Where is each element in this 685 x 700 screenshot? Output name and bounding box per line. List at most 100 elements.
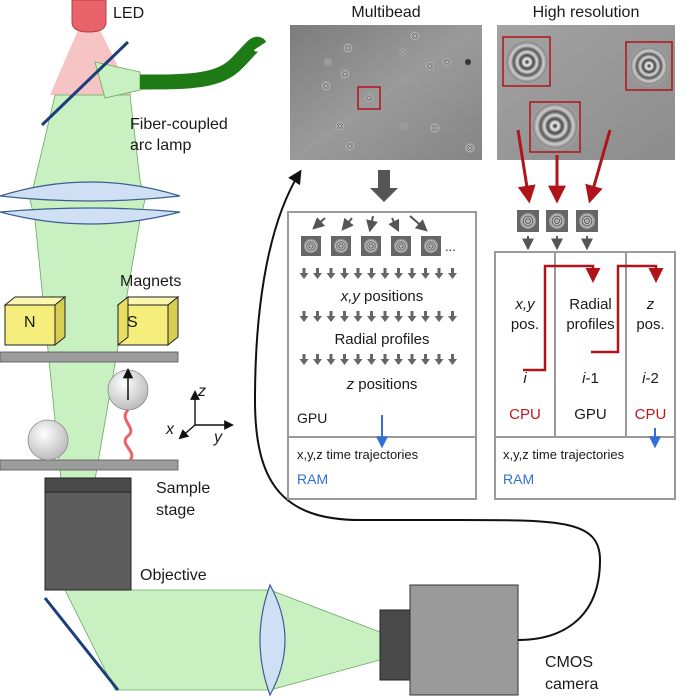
- down-arrow: [407, 311, 417, 322]
- down-arrow: [299, 354, 309, 365]
- highres-title: High resolution: [532, 4, 640, 21]
- magnet-s-inner: [117, 295, 129, 347]
- highres-roi-box-2: [625, 41, 673, 91]
- axis-y-label: y: [214, 429, 222, 446]
- multibead-radial-profiles: Radial profiles: [334, 331, 430, 348]
- camera-body: [409, 584, 519, 696]
- camera-beam: [269, 589, 381, 691]
- axis-x-label: x: [166, 421, 174, 438]
- highres-col1-line1: x,y: [515, 296, 535, 313]
- camera-label-1: CMOS: [545, 654, 593, 671]
- down-arrow: [367, 311, 376, 322]
- down-arrow: [434, 268, 444, 279]
- down-arrow: [421, 354, 430, 365]
- multibead-z-positions: z positions: [346, 376, 418, 393]
- down-arrow: [380, 268, 390, 279]
- down-arrow: [367, 268, 376, 279]
- axis-x-arrow: [178, 424, 196, 440]
- multibead-trajectories: x,y,z time trajectories: [297, 447, 419, 462]
- led-label: LED: [113, 5, 145, 22]
- down-arrow: [313, 268, 322, 279]
- fiber-beam: [94, 61, 141, 99]
- down-arrow: [434, 354, 444, 365]
- highres-ram-box: [494, 436, 676, 500]
- camera-label-2: camera: [545, 676, 599, 693]
- objective-label: Objective: [140, 567, 207, 584]
- multibead-image: [290, 25, 482, 160]
- down-arrow: [421, 311, 430, 322]
- down-arrow: [448, 311, 457, 322]
- highres-col3-line2: pos.: [636, 316, 665, 333]
- camera-data-cable: [253, 169, 602, 641]
- down-arrow: [353, 268, 363, 279]
- multibead-ellipsis: ...: [445, 239, 456, 254]
- highres-roi-thumbnails: [517, 210, 598, 232]
- down-arrow: [434, 311, 444, 322]
- highres-col2-line2: profiles: [566, 316, 615, 333]
- down-arrow: [367, 354, 376, 365]
- magnet-n-side: [54, 295, 66, 347]
- down-arrow: [313, 354, 322, 365]
- down-arrow: [394, 268, 403, 279]
- highres-col2-line1: Radial: [569, 296, 612, 313]
- reference-bead: [27, 419, 69, 461]
- condenser-lens-top: [0, 181, 181, 202]
- fold-mirror: [43, 597, 120, 691]
- highres-col3-processor: CPU: [634, 406, 667, 423]
- magnet-s-side: [167, 295, 179, 347]
- highres-col3-line1: z: [646, 296, 655, 313]
- multibead-roi-thumbnails: [301, 236, 441, 256]
- down-arrow: [326, 268, 336, 279]
- down-arrow: [380, 311, 390, 322]
- dichroic-mirror: [40, 40, 130, 127]
- condenser-lens-bottom: [0, 207, 181, 225]
- down-arrow: [407, 268, 417, 279]
- down-arrow: [326, 354, 336, 365]
- highres-roi-box-1: [502, 36, 551, 87]
- multibead-processor: GPU: [297, 410, 328, 426]
- relay-beam: [64, 589, 271, 691]
- multibead-beads: [321, 31, 475, 153]
- highres-memory: RAM: [503, 471, 535, 487]
- led-icon: [71, 0, 107, 33]
- down-arrow: [299, 268, 309, 279]
- multibead-roi-arrows: [312, 215, 428, 233]
- down-arrow: [340, 354, 349, 365]
- magnet-n-label: N: [24, 314, 36, 331]
- down-arrow: [299, 311, 309, 322]
- multibead-roi-box: [357, 86, 381, 110]
- down-arrow: [394, 354, 403, 365]
- down-arrow: [340, 311, 349, 322]
- highres-beads: [505, 40, 669, 150]
- pipeline-path-2: [591, 264, 664, 354]
- highres-pipeline-box: [494, 251, 676, 438]
- highres-col1-processor: CPU: [509, 406, 541, 423]
- highres-trajectories: x,y,z time trajectories: [503, 447, 625, 462]
- multibead-process-arrow: [370, 170, 398, 202]
- sample-stage-label-2: stage: [156, 502, 196, 519]
- tube-lens: [259, 583, 286, 697]
- down-arrow: [353, 354, 363, 365]
- magnet-s-label: S: [127, 314, 138, 331]
- down-arrow: [326, 311, 336, 322]
- objective-tip: [44, 477, 132, 493]
- highres-col1-index: i: [523, 370, 527, 387]
- flow-cell-bottom: [0, 459, 179, 471]
- objective-body: [44, 491, 132, 591]
- fiber-cable: [139, 36, 267, 90]
- down-arrow: [353, 311, 363, 322]
- camera-lens-mount: [379, 609, 411, 681]
- sample-stage-label-1: Sample: [156, 480, 211, 497]
- highres-roi-arrows: [516, 129, 612, 204]
- down-arrow: [421, 268, 430, 279]
- down-arrow: [448, 268, 457, 279]
- highres-col3-index: i-2: [642, 370, 659, 387]
- multibead-title: Multibead: [351, 4, 421, 21]
- fiber-lamp-label-2: arc lamp: [130, 137, 192, 154]
- down-arrow: [340, 268, 349, 279]
- highres-roi-box-3: [529, 101, 581, 153]
- multibead-down-arrow-rows: [299, 268, 457, 365]
- pipeline-path-1: [523, 264, 601, 372]
- dna-tether: [123, 408, 134, 462]
